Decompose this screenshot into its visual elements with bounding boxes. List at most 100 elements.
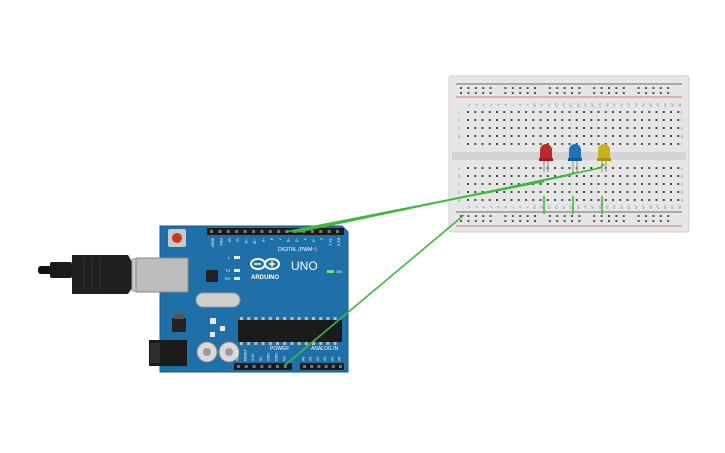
terminal-hole[interactable] [590,135,593,137]
terminal-hole[interactable] [467,167,469,169]
analog-pin-hole[interactable] [331,365,335,368]
terminal-hole[interactable] [525,119,527,121]
terminal-hole[interactable] [626,183,629,185]
terminal-hole[interactable] [648,135,651,137]
rail-hole[interactable] [615,87,618,89]
rail-hole[interactable] [467,215,470,217]
digital-pin-hole[interactable] [327,230,331,233]
terminal-hole[interactable] [481,167,484,169]
terminal-hole[interactable] [590,119,593,121]
terminal-hole[interactable] [670,167,672,169]
terminal-hole[interactable] [597,175,600,177]
terminal-hole[interactable] [568,119,571,121]
terminal-hole[interactable] [481,191,484,193]
terminal-hole[interactable] [488,119,491,121]
digital-pin-hole[interactable] [268,230,272,233]
yellow-led[interactable] [597,144,611,172]
terminal-hole[interactable] [546,199,549,201]
rail-hole[interactable] [511,220,514,222]
terminal-hole[interactable] [568,167,571,169]
terminal-hole[interactable] [539,143,542,145]
terminal-hole[interactable] [503,199,506,201]
terminal-hole[interactable] [590,175,593,177]
terminal-hole[interactable] [590,111,593,113]
terminal-hole[interactable] [641,175,643,177]
terminal-hole[interactable] [655,183,658,185]
rail-hole[interactable] [460,87,462,89]
terminal-hole[interactable] [561,127,564,129]
rail-hole[interactable] [548,92,551,94]
terminal-hole[interactable] [525,167,527,169]
terminal-hole[interactable] [597,183,600,185]
terminal-hole[interactable] [662,175,665,177]
rail-hole[interactable] [504,215,507,217]
rail-hole[interactable] [622,92,625,94]
terminal-hole[interactable] [597,191,600,193]
analog-pin-hole[interactable] [339,365,342,368]
rail-hole[interactable] [667,87,670,89]
terminal-hole[interactable] [626,167,629,169]
terminal-hole[interactable] [677,167,680,169]
terminal-hole[interactable] [488,127,491,129]
terminal-hole[interactable] [619,199,622,201]
terminal-hole[interactable] [546,191,549,193]
rail-hole[interactable] [534,215,536,217]
rail-hole[interactable] [645,215,647,217]
terminal-hole[interactable] [481,119,484,121]
terminal-hole[interactable] [648,127,651,129]
rail-hole[interactable] [534,220,536,222]
terminal-hole[interactable] [554,183,556,185]
terminal-hole[interactable] [633,183,636,185]
rail-hole[interactable] [526,92,529,94]
terminal-hole[interactable] [532,199,535,201]
terminal-hole[interactable] [532,127,535,129]
terminal-hole[interactable] [583,119,585,121]
terminal-hole[interactable] [619,127,622,129]
power-pin-hole[interactable] [237,365,240,368]
rail-hole[interactable] [519,215,522,217]
terminal-hole[interactable] [612,183,614,185]
power-pin-hole[interactable] [268,365,272,368]
terminal-hole[interactable] [539,199,542,201]
terminal-hole[interactable] [633,191,636,193]
rail-hole[interactable] [474,220,477,222]
terminal-hole[interactable] [670,143,672,145]
terminal-hole[interactable] [677,119,680,121]
terminal-hole[interactable] [612,119,614,121]
terminal-hole[interactable] [677,175,680,177]
terminal-hole[interactable] [626,111,629,113]
terminal-hole[interactable] [474,135,477,137]
terminal-hole[interactable] [641,191,643,193]
terminal-hole[interactable] [503,167,506,169]
terminal-hole[interactable] [496,191,498,193]
rail-hole[interactable] [571,220,573,222]
rail-hole[interactable] [548,215,551,217]
rail-hole[interactable] [534,92,536,94]
terminal-hole[interactable] [488,175,491,177]
terminal-hole[interactable] [670,191,672,193]
reset-button-cap[interactable] [172,233,182,243]
terminal-hole[interactable] [670,111,672,113]
rail-hole[interactable] [511,92,514,94]
rail-hole[interactable] [571,215,573,217]
terminal-hole[interactable] [474,175,477,177]
rail-hole[interactable] [571,92,573,94]
rail-hole[interactable] [460,215,462,217]
terminal-hole[interactable] [641,143,643,145]
terminal-hole[interactable] [670,183,672,185]
terminal-hole[interactable] [655,127,658,129]
rail-hole[interactable] [511,87,514,89]
terminal-hole[interactable] [568,183,571,185]
terminal-hole[interactable] [568,191,571,193]
terminal-hole[interactable] [590,191,593,193]
rail-hole[interactable] [556,215,559,217]
terminal-hole[interactable] [532,111,535,113]
terminal-hole[interactable] [474,143,477,145]
terminal-hole[interactable] [561,199,564,201]
terminal-hole[interactable] [604,111,607,113]
rail-hole[interactable] [593,215,596,217]
terminal-hole[interactable] [517,127,520,129]
terminal-hole[interactable] [539,191,542,193]
terminal-hole[interactable] [546,143,549,145]
rail-hole[interactable] [593,87,596,89]
